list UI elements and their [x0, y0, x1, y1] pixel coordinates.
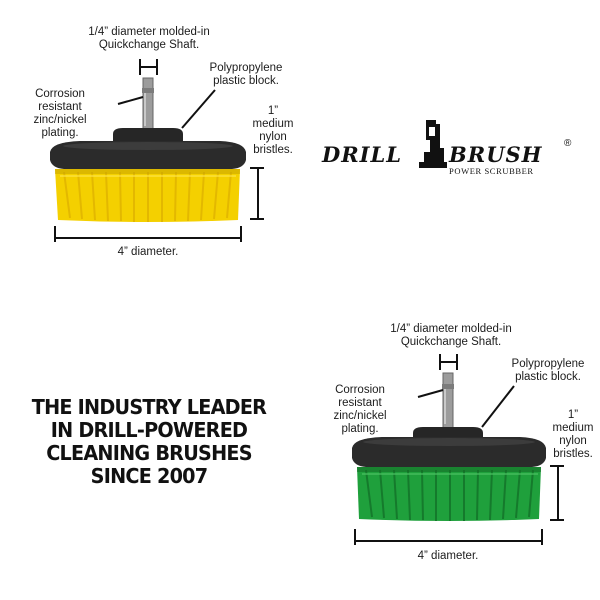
top-diameter-label: 4” diameter.: [117, 246, 179, 258]
top-diameter-bracket: [54, 226, 242, 242]
bottom-plating-leader: [417, 389, 444, 398]
top-shaft-bracket: [139, 59, 158, 75]
top-brush-illustration: [50, 59, 264, 242]
top-hub: [113, 128, 183, 144]
top-shaft-label: 1/4” diameter molded-in Quickchange Shaf…: [88, 26, 210, 51]
top-plating-leader: [117, 96, 144, 105]
bottom-block-leader: [481, 385, 515, 428]
bottom-block-label: Polypropylene plastic block.: [511, 358, 585, 383]
drill-brush-logo: DRILL BRUSH ® POWER SCRUBBER: [322, 118, 584, 180]
logo-subtitle: POWER SCRUBBER: [449, 166, 534, 176]
bottom-brush-illustration: [352, 354, 564, 545]
bottom-shaft-bracket: [439, 354, 458, 370]
industry-leader-tagline: THE INDUSTRY LEADER IN DRILL-POWERED CLE…: [31, 395, 267, 488]
bottom-shaft-label: 1/4” diameter molded-in Quickchange Shaf…: [390, 323, 512, 348]
registered-mark: ®: [564, 138, 572, 149]
top-plating-label: Corrosion resistant zinc/nickel plating.: [33, 88, 87, 139]
bottom-diameter-bracket: [354, 529, 543, 545]
top-bristles: [55, 169, 240, 222]
bottom-bristles: [357, 467, 541, 521]
bottom-plating-label: Corrosion resistant zinc/nickel plating.: [333, 384, 387, 435]
logo-word-brush: BRUSH: [449, 142, 543, 167]
bottom-diameter-label: 4” diameter.: [417, 550, 479, 562]
bottom-bristle-bracket: [550, 465, 564, 521]
top-block-leader: [181, 89, 216, 129]
top-bristle-bracket: [250, 167, 264, 220]
bottom-bristle-label: 1” medium nylon bristles.: [552, 409, 594, 460]
top-bristle-label: 1” medium nylon bristles.: [252, 105, 294, 156]
logo-word-drill: DRILL: [322, 142, 403, 167]
top-block-label: Polypropylene plastic block.: [209, 62, 283, 87]
drill-icon: [419, 120, 447, 168]
